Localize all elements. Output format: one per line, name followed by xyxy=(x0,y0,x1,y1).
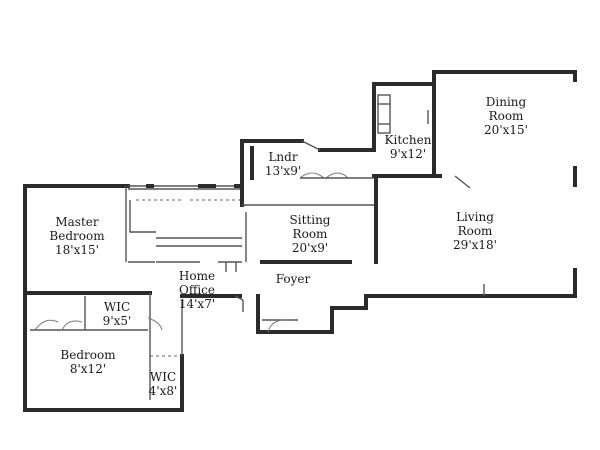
sitting-room-size: 20'x9' xyxy=(291,241,329,255)
wic-1-size: 9'x5' xyxy=(102,314,132,328)
home-office-name-2: Office xyxy=(178,283,216,297)
wic-1-name: WIC xyxy=(103,300,131,314)
wic-1-label: WIC 9'x5' xyxy=(103,300,132,328)
bedroom-label: Bedroom 8'x12' xyxy=(60,348,115,376)
laundry-name: Lndr xyxy=(268,150,298,164)
living-room-label: Living Room 29'x18' xyxy=(453,210,497,252)
center-walls xyxy=(218,176,378,334)
master-bedroom-name-2: Bedroom xyxy=(49,229,105,243)
home-office-label: Home Office 14'x7' xyxy=(179,269,215,311)
laundry-walls xyxy=(240,139,376,188)
sitting-room-label: Sitting Room 20'x9' xyxy=(290,213,331,255)
home-office-size: 14'x7' xyxy=(178,297,216,311)
master-bedroom-size: 18'x15' xyxy=(55,243,99,257)
home-office-name-1: Home xyxy=(178,269,216,283)
wic-2-label: WIC 4'x8' xyxy=(149,370,178,398)
living-room-size: 29'x18' xyxy=(453,238,497,252)
master-bedroom-label: Master Bedroom 18'x15' xyxy=(49,215,104,257)
foyer-label: Foyer xyxy=(276,272,311,286)
kitchen-name: Kitchen xyxy=(384,133,432,147)
sitting-room-name-1: Sitting xyxy=(289,213,331,227)
dining-room-name-1: Dining xyxy=(485,95,527,109)
bedroom-name: Bedroom xyxy=(60,348,116,362)
dining-room-label: Dining Room 20'x15' xyxy=(484,95,528,137)
kitchen-size: 9'x12' xyxy=(389,147,427,161)
dining-room-size: 20'x15' xyxy=(484,123,528,137)
foyer-name: Foyer xyxy=(275,272,311,286)
laundry-size: 13'x9' xyxy=(264,164,302,178)
living-room-walls xyxy=(364,175,577,298)
dining-room-walls xyxy=(432,70,577,187)
laundry-label: Lndr 13'x9' xyxy=(265,150,301,178)
kitchen-label: Kitchen 9'x12' xyxy=(385,133,432,161)
kitchen-walls xyxy=(372,82,442,178)
bedroom-size: 8'x12' xyxy=(69,362,107,376)
dining-room-name-2: Room xyxy=(488,109,524,123)
living-room-name-2: Room xyxy=(457,224,493,238)
bedroom-wing-walls xyxy=(23,184,246,412)
wic-2-name: WIC xyxy=(149,370,177,384)
wic-2-size: 4'x8' xyxy=(148,384,178,398)
sitting-room-name-2: Room xyxy=(292,227,328,241)
master-bedroom-name-1: Master xyxy=(55,215,99,229)
living-room-name-1: Living xyxy=(456,210,494,224)
